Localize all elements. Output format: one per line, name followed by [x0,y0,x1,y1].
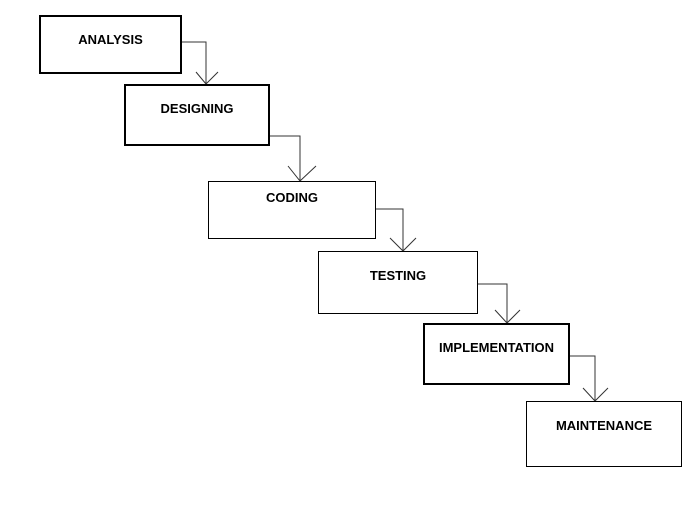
connector-line [270,135,301,181]
arrowhead-icon [287,165,317,182]
stage-label-coding: CODING [266,190,318,205]
stage-box-designing: DESIGNING [124,84,270,146]
stage-box-testing: TESTING [318,251,478,314]
connector-analysis-to-designing [182,41,219,85]
connector-designing-to-coding [270,135,317,182]
stage-label-analysis: ANALYSIS [78,32,143,47]
connector-line [182,41,207,84]
stage-label-implementation: IMPLEMENTATION [438,340,555,355]
connector-line [570,355,596,401]
connector-line [376,208,404,251]
connector-testing-to-implementation [478,283,521,324]
stage-label-maintenance: MAINTENANCE [555,418,653,433]
connector-implementation-to-maintenance [570,355,609,402]
connector-coding-to-testing [376,208,417,252]
arrowhead-icon [195,71,219,85]
stage-label-designing: DESIGNING [160,101,234,116]
stage-box-implementation: IMPLEMENTATION [423,323,570,385]
stage-box-analysis: ANALYSIS [39,15,182,74]
stage-box-maintenance: MAINTENANCE [526,401,682,467]
connector-line [478,283,508,323]
stage-label-testing: TESTING [369,268,427,283]
stage-box-coding: CODING [208,181,376,239]
